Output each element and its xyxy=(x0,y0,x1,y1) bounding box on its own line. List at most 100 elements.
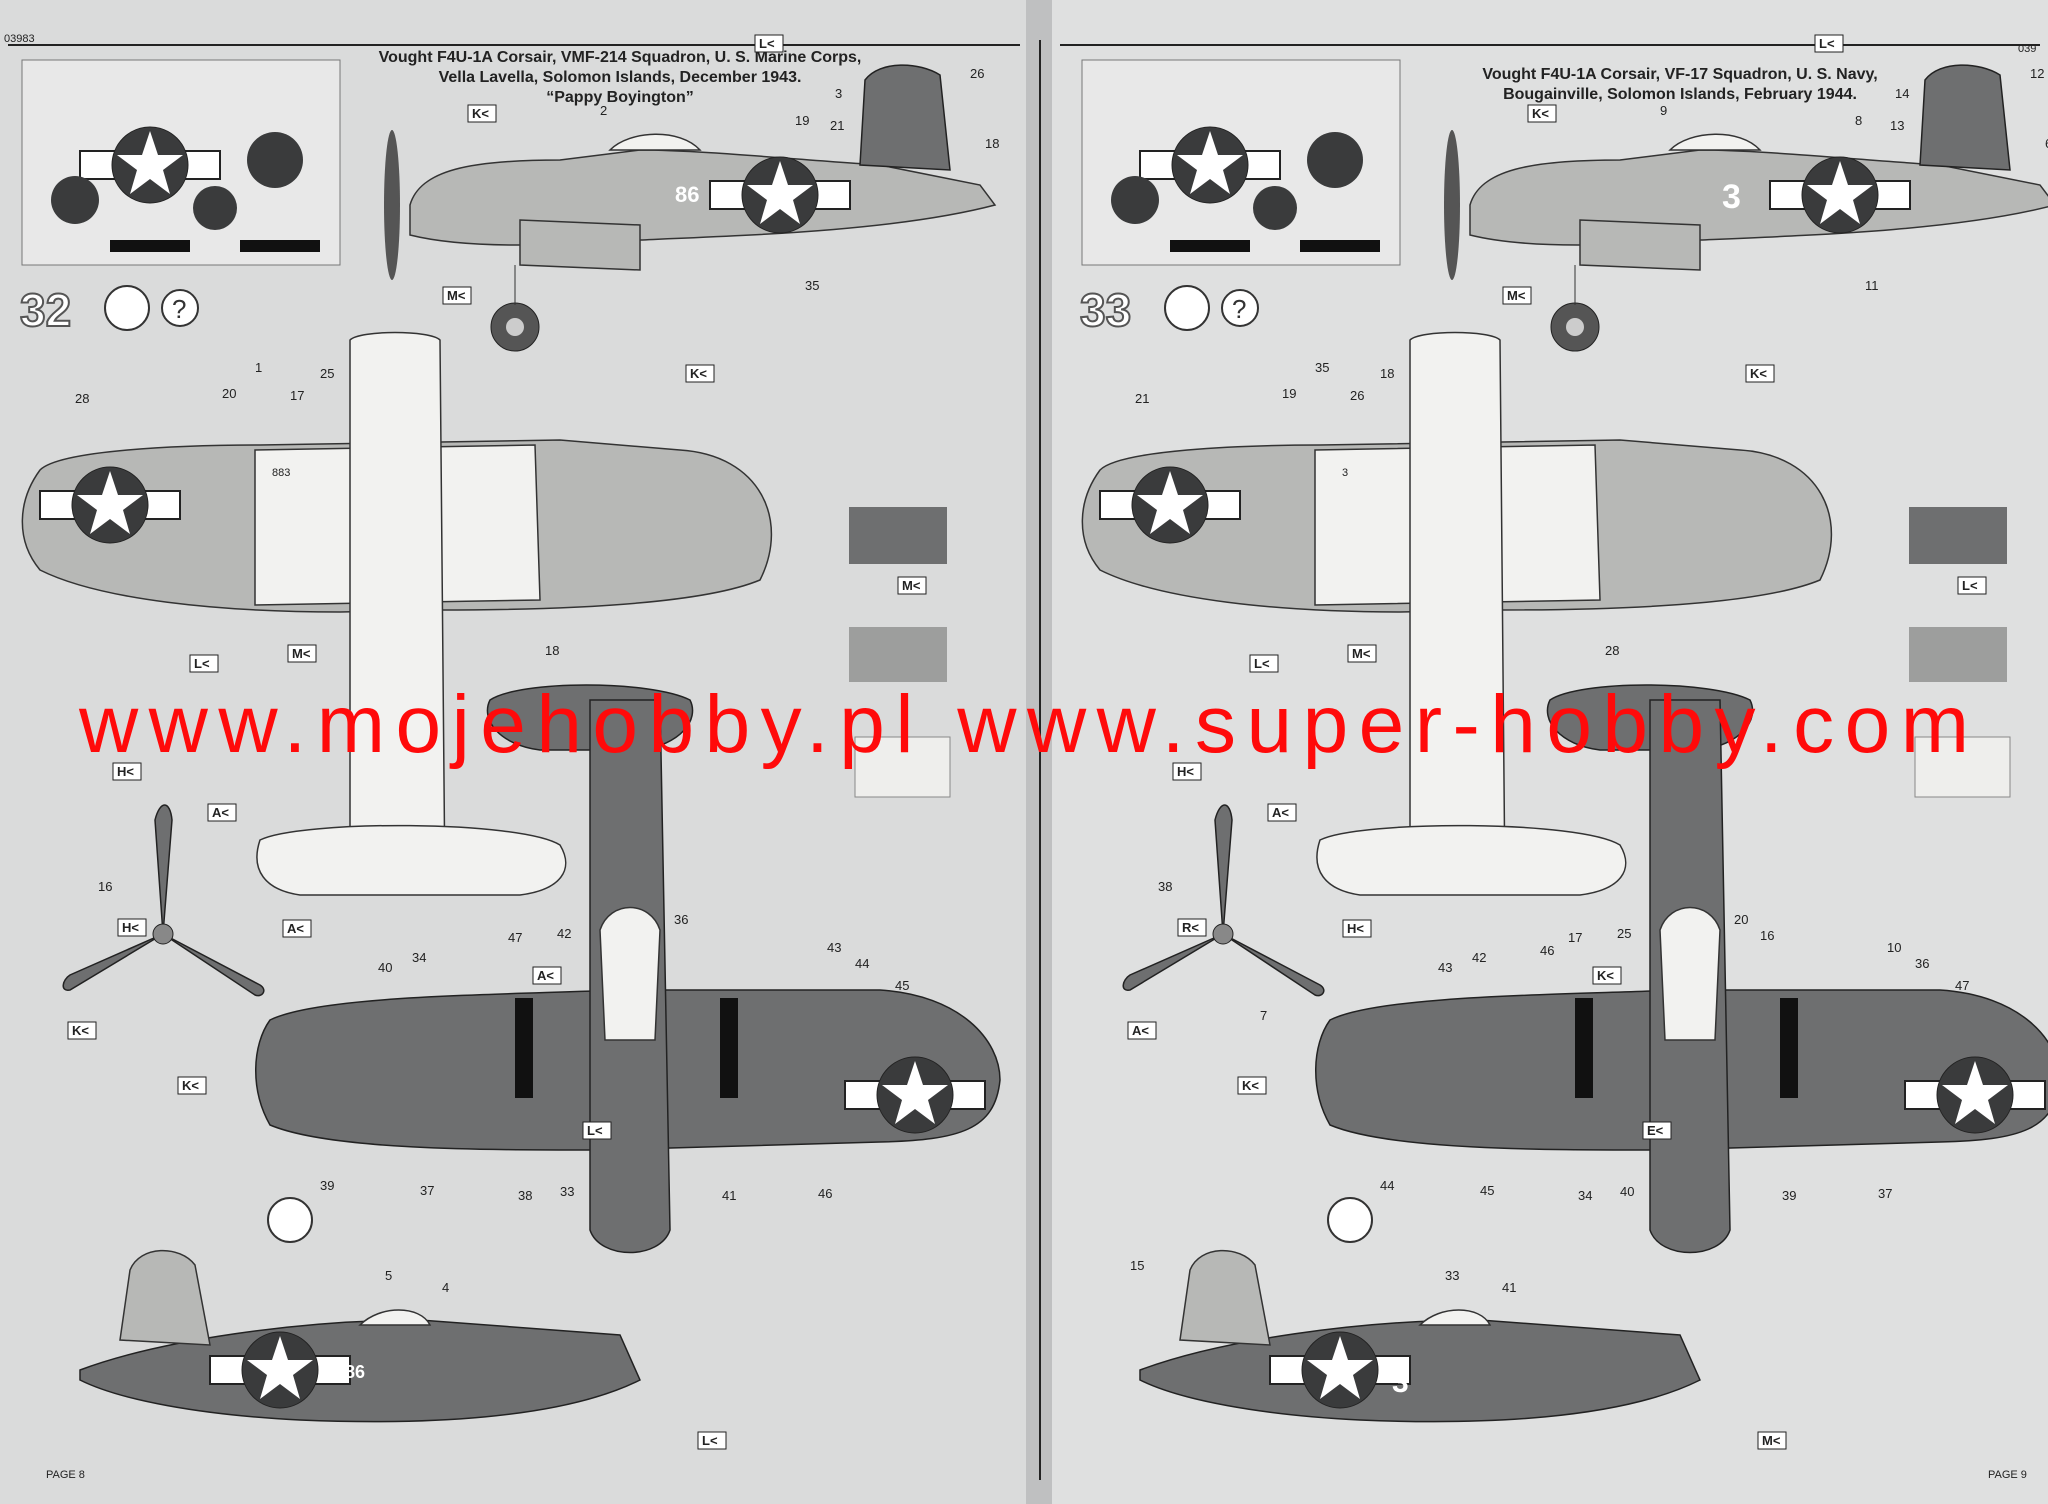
step-number-left: 32 xyxy=(20,284,71,336)
paint-marking-code: L< xyxy=(759,36,775,51)
part-callout: 6 xyxy=(2045,136,2048,151)
doc-code-left: 03983 xyxy=(4,33,35,45)
paint-marking-code: A< xyxy=(1272,805,1289,820)
paint-marking-box xyxy=(1642,1121,1672,1140)
part-callout: 46 xyxy=(1540,943,1554,958)
part-callout: 35 xyxy=(805,278,819,293)
part-callout: 37 xyxy=(1878,1186,1892,1201)
paint-marking-code: H< xyxy=(1177,764,1194,779)
part-callout: 47 xyxy=(1955,978,1969,993)
paint-marking-code: M< xyxy=(1352,646,1371,661)
paint-marking-box xyxy=(1267,803,1297,822)
paint-marking-box xyxy=(1347,644,1377,663)
part-callout: 44 xyxy=(1380,1178,1394,1193)
paint-marking-box xyxy=(1502,286,1532,305)
paint-marking-code: H< xyxy=(117,764,134,779)
part-callout: 16 xyxy=(1760,928,1774,943)
aircraft-code-left-lower: 86 xyxy=(345,1362,365,1382)
paint-marking-box xyxy=(207,803,237,822)
paint-marking-code: K< xyxy=(182,1078,199,1093)
part-callout: 34 xyxy=(412,950,426,965)
paint-marking-box xyxy=(1172,762,1202,781)
paint-marking-box xyxy=(287,644,317,663)
paint-marking-box xyxy=(1757,1431,1787,1450)
paint-marking-box xyxy=(1957,576,1987,595)
part-callout: 33 xyxy=(560,1184,574,1199)
part-callout: 39 xyxy=(1782,1188,1796,1203)
paint-marking-code: H< xyxy=(1347,921,1364,936)
paint-marking-code: M< xyxy=(1762,1433,1781,1448)
part-callout: 36 xyxy=(1915,956,1929,971)
part-callout: 18 xyxy=(545,643,559,658)
paint-marking-code: A< xyxy=(537,968,554,983)
left-title-line-1: Vought F4U-1A Corsair, VMF-214 Squadron,… xyxy=(379,49,862,66)
paint-marking-box xyxy=(754,34,784,53)
page-label-right: PAGE 9 xyxy=(1988,1469,2027,1481)
part-callout: 7 xyxy=(1260,1008,1267,1023)
part-callout: 42 xyxy=(557,926,571,941)
paint-marking-code: L< xyxy=(587,1123,603,1138)
part-callout: 25 xyxy=(1617,926,1631,941)
paint-marking-box xyxy=(897,576,927,595)
wing-code-right: 3 xyxy=(1342,467,1348,479)
paint-marking-box xyxy=(1814,34,1844,53)
part-callout: 39 xyxy=(320,1178,334,1193)
part-callout: 25 xyxy=(320,366,334,381)
paint-marking-box xyxy=(282,919,312,938)
page-label-left: PAGE 8 xyxy=(46,1469,85,1481)
paint-marking-code: M< xyxy=(292,646,311,661)
left-title-line-3: “Pappy Boyington” xyxy=(546,89,694,106)
part-callout: 46 xyxy=(818,1186,832,1201)
paint-marking-code: K< xyxy=(72,1023,89,1038)
part-callout: 26 xyxy=(1350,388,1364,403)
paint-marking-box xyxy=(67,1021,97,1040)
wing-code-left: 883 xyxy=(272,467,290,479)
paint-marking-code: K< xyxy=(472,106,489,121)
part-callout: 42 xyxy=(1472,950,1486,965)
paint-marking-box xyxy=(532,966,562,985)
part-callout: 16 xyxy=(98,879,112,894)
part-callout: 47 xyxy=(508,930,522,945)
part-callout: 45 xyxy=(895,978,909,993)
part-callout: 36 xyxy=(674,912,688,927)
part-callout: 21 xyxy=(1135,391,1149,406)
paint-marking-code: M< xyxy=(902,578,921,593)
part-callout: 19 xyxy=(1282,386,1296,401)
part-callout: 34 xyxy=(1578,1188,1592,1203)
aircraft-code-right: 3 xyxy=(1722,178,1741,216)
doc-code-right: 039 xyxy=(2018,43,2036,55)
part-callout: 17 xyxy=(1568,930,1582,945)
paint-marking-code: H< xyxy=(122,920,139,935)
part-callout: 17 xyxy=(290,388,304,403)
paint-marking-box xyxy=(1249,654,1279,673)
left-title-line-2: Vella Lavella, Solomon Islands, December… xyxy=(439,69,802,86)
paint-marking-box xyxy=(1127,1021,1157,1040)
paint-marking-code: M< xyxy=(447,288,466,303)
aircraft-code-left: 86 xyxy=(675,182,699,207)
paint-marking-code: L< xyxy=(1254,656,1270,671)
paint-marking-box xyxy=(582,1121,612,1140)
part-callout: 45 xyxy=(1480,1183,1494,1198)
part-callout: 40 xyxy=(378,960,392,975)
part-callout: 13 xyxy=(1890,118,1904,133)
paint-marking-code: K< xyxy=(1242,1078,1259,1093)
part-callout: 19 xyxy=(795,113,809,128)
part-callout: 28 xyxy=(75,391,89,406)
part-callout: 40 xyxy=(1620,1184,1634,1199)
part-callout: 44 xyxy=(855,956,869,971)
paint-marking-code: A< xyxy=(1132,1023,1149,1038)
right-title-line-1: Vought F4U-1A Corsair, VF-17 Squadron, U… xyxy=(1482,66,1877,83)
paint-marking-code: K< xyxy=(1750,366,1767,381)
paint-marking-box xyxy=(1237,1076,1267,1095)
paint-marking-box xyxy=(1527,104,1557,123)
paint-marking-code: L< xyxy=(194,656,210,671)
part-callout: 26 xyxy=(970,66,984,81)
part-callout: 33 xyxy=(1445,1268,1459,1283)
paint-marking-code: A< xyxy=(212,805,229,820)
part-callout: 9 xyxy=(1660,103,1667,118)
right-title-line-2: Bougainville, Solomon Islands, February … xyxy=(1503,86,1857,103)
paint-marking-box xyxy=(467,104,497,123)
aircraft-code-right-lower: 3 xyxy=(1392,1366,1409,1399)
part-callout: 21 xyxy=(830,118,844,133)
